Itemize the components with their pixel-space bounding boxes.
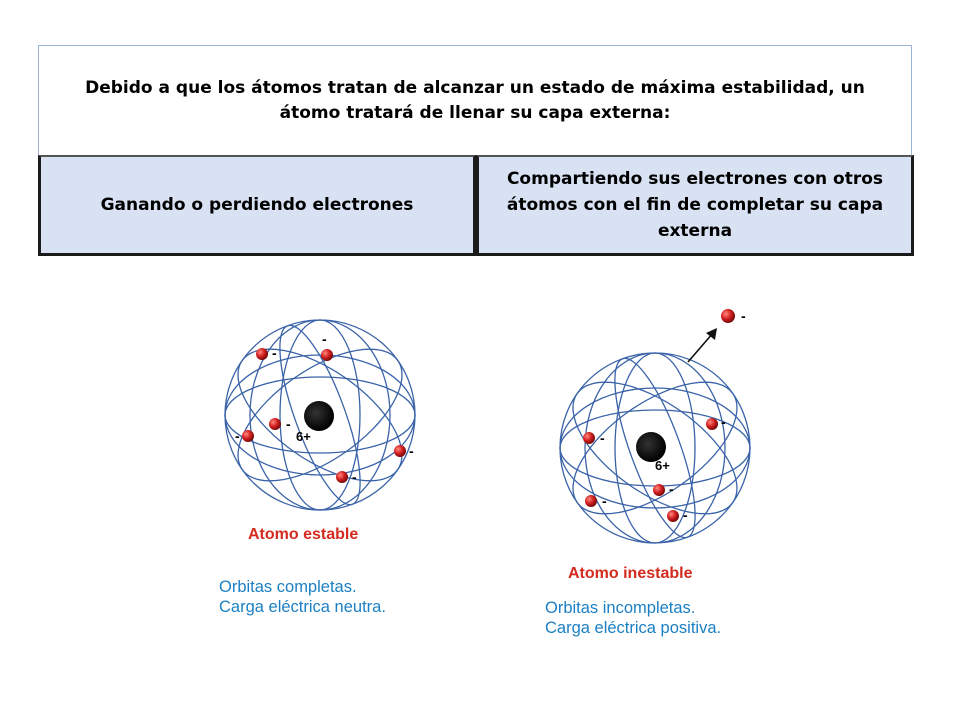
electron-sign: - bbox=[602, 493, 607, 509]
electrons-stable bbox=[242, 348, 406, 483]
electron-sign: - bbox=[286, 416, 291, 432]
electron-signs-stable: - - - - - - bbox=[235, 331, 414, 485]
nucleus-charge: 6+ bbox=[655, 458, 670, 473]
electron-sign: - bbox=[235, 428, 240, 444]
electron bbox=[721, 309, 735, 323]
unstable-line2: Carga eléctrica positiva. bbox=[545, 619, 722, 637]
orbit bbox=[237, 348, 403, 482]
atom-stable bbox=[224, 319, 416, 511]
option-left-cell: Ganando o perdiendo electrones bbox=[38, 155, 476, 256]
orbit bbox=[237, 348, 403, 482]
electron-sign: - bbox=[272, 345, 277, 361]
electron bbox=[256, 348, 268, 360]
option-right-text: Compartiendo sus electrones con otros át… bbox=[506, 169, 884, 241]
electron bbox=[269, 418, 281, 430]
electron-sign: - bbox=[721, 414, 726, 430]
header-box: Debido a que los átomos tratan de alcanz… bbox=[38, 45, 912, 155]
electron bbox=[706, 418, 718, 430]
electron-sign: - bbox=[669, 481, 674, 497]
electron bbox=[321, 349, 333, 361]
electron bbox=[667, 510, 679, 522]
electron bbox=[242, 430, 254, 442]
electron-sign: - bbox=[741, 308, 746, 324]
electron bbox=[394, 445, 406, 457]
electron bbox=[336, 471, 348, 483]
option-right-cell: Compartiendo sus electrones con otros át… bbox=[476, 155, 914, 256]
orbit bbox=[584, 352, 726, 544]
electron-sign: - bbox=[600, 430, 605, 446]
electron-sign: - bbox=[409, 443, 414, 459]
nucleus bbox=[636, 432, 666, 462]
nucleus bbox=[304, 401, 334, 431]
stable-title: Atomo estable bbox=[248, 526, 359, 543]
stable-line2: Carga eléctrica neutra. bbox=[219, 598, 386, 616]
electron bbox=[583, 432, 595, 444]
electron-sign: - bbox=[322, 331, 327, 347]
electrons-unstable bbox=[583, 309, 735, 522]
electron-signs-unstable: - - - - - - bbox=[600, 308, 746, 523]
ejection-arrow bbox=[687, 328, 717, 363]
options-row: Ganando o perdiendo electrones Compartie… bbox=[38, 155, 914, 256]
electron bbox=[585, 495, 597, 507]
orbit bbox=[249, 319, 391, 511]
electron-sign: - bbox=[352, 469, 357, 485]
electron-sign: - bbox=[683, 507, 688, 523]
orbit bbox=[279, 324, 361, 506]
stable-line1: Orbitas completas. bbox=[219, 578, 357, 596]
unstable-title: Atomo inestable bbox=[568, 565, 693, 582]
orbit bbox=[614, 357, 696, 539]
electron bbox=[653, 484, 665, 496]
header-text: Debido a que los átomos tratan de alcanz… bbox=[85, 77, 865, 123]
option-left-text: Ganando o perdiendo electrones bbox=[100, 195, 414, 215]
nucleus-charge: 6+ bbox=[296, 429, 311, 444]
orbit bbox=[572, 381, 738, 515]
unstable-line1: Orbitas incompletas. bbox=[545, 599, 696, 617]
orbit bbox=[572, 381, 738, 515]
